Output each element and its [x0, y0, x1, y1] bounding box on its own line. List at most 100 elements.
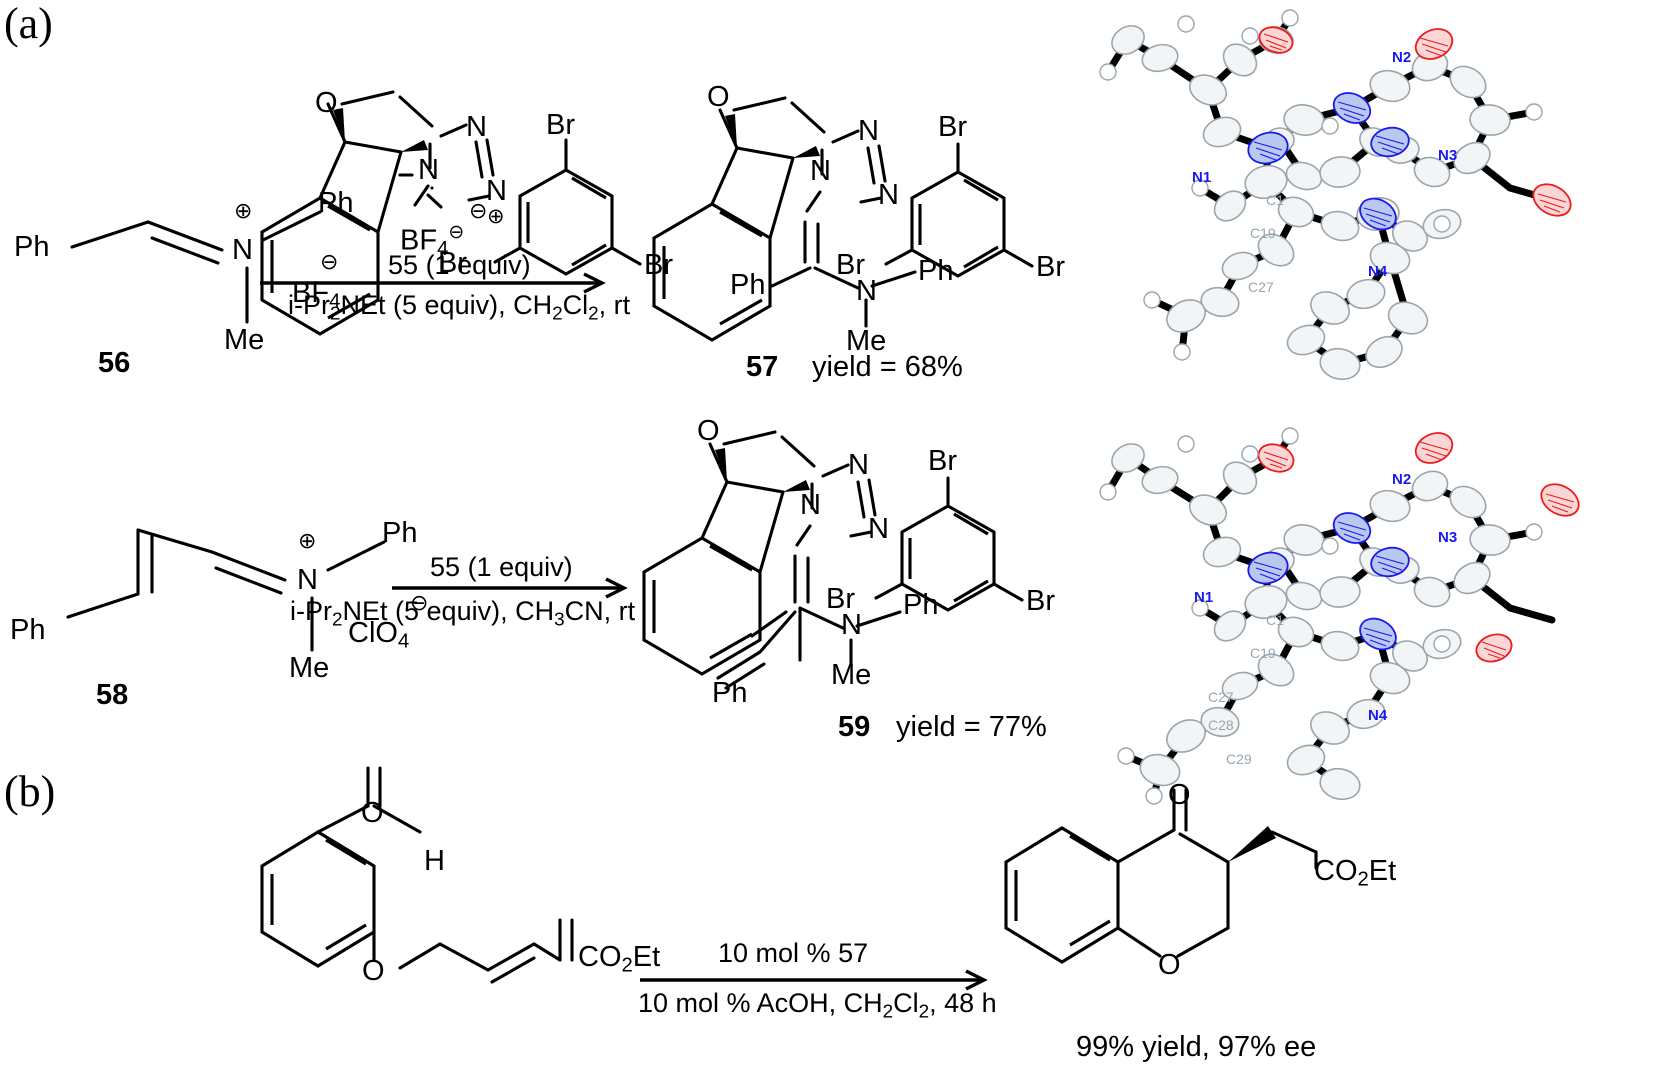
- conditions-2-reagent-number: 55: [430, 552, 461, 582]
- label-55-n-left: N: [418, 154, 439, 186]
- label-b-product-ester-sub: 2: [1357, 868, 1369, 891]
- conditions-1-text-c: Cl: [562, 290, 589, 320]
- atom-label-n1: N1: [1192, 169, 1211, 186]
- panel-label-b: (b): [4, 767, 56, 816]
- label-55-plus-charge: ⊕: [487, 205, 505, 228]
- label-b-product-ester: CO2Et: [1314, 856, 1396, 895]
- label-59-br-right: Br: [1026, 585, 1055, 617]
- label-b-product-ester-co: CO: [1314, 855, 1358, 887]
- conditions-b-sub-a: 2: [882, 1001, 894, 1023]
- label-57-compound-number: 57: [746, 351, 779, 383]
- label-b-substrate-ester-et: Et: [632, 941, 661, 973]
- label-b-substrate-ester: CO2Et: [578, 942, 660, 981]
- label-55-counterion-minus: ⊖: [448, 222, 465, 243]
- label-b-aldehyde-hydrogen: H: [424, 845, 445, 877]
- label-57-yield: yield = 68%: [812, 351, 963, 383]
- label-56-compound-number: 56: [98, 347, 131, 379]
- label-59-n3: N: [868, 513, 889, 545]
- structure-58: [66, 528, 386, 652]
- conditions-1-below: i-Pr2NEt (5 equiv), CH2Cl2, rt: [288, 290, 630, 329]
- conditions-b-text-c: , 48 h: [929, 988, 997, 1018]
- label-59-yield: yield = 77%: [896, 711, 1047, 743]
- conditions-b-text-b: Cl: [893, 988, 919, 1018]
- label-b-substrate-ester-co: CO: [578, 941, 622, 973]
- conditions-2-sub-b: 3: [554, 609, 565, 631]
- reaction-arrow-b: [640, 969, 988, 991]
- label-59-ph-right: Ph: [903, 589, 939, 621]
- label-b-ether-oxygen: O: [362, 955, 385, 987]
- label-57-n1: N: [810, 155, 831, 187]
- label-55-n-right: N: [486, 175, 507, 207]
- label-55-counterion-formula: BF: [400, 224, 438, 257]
- structure-b-substrate: [260, 766, 574, 984]
- label-58-me: Me: [289, 652, 330, 684]
- conditions-1-ipr-prefix: i: [288, 290, 294, 320]
- crystal-structure-57: N1 N2 N3 N4 C1 C19 C27: [1099, 9, 1572, 381]
- atom-label-c1: C1: [1266, 612, 1284, 628]
- label-58-counterion-subscript: 4: [397, 630, 410, 653]
- label-58-ph-top: Ph: [382, 517, 418, 549]
- label-55-n-top: N: [466, 111, 487, 143]
- label-59-n2: N: [848, 449, 869, 481]
- label-59-oxygen: O: [697, 415, 720, 447]
- conditions-2-ipr-prefix: i: [290, 596, 296, 626]
- label-57-oxygen: O: [707, 81, 730, 113]
- label-59-amine-n: N: [841, 609, 862, 641]
- label-56-counterion: BF4: [292, 278, 340, 317]
- label-55-br-left: Br: [438, 247, 467, 279]
- atom-label-n2: N2: [1392, 471, 1411, 488]
- conditions-1-above: 55 (1 equiv): [388, 250, 531, 280]
- label-b-product-ester-et: Et: [1368, 855, 1397, 887]
- label-59-ph-left: Ph: [712, 677, 748, 709]
- label-58-minus-charge: ⊖: [410, 590, 429, 615]
- label-57-ph-right: Ph: [918, 255, 954, 287]
- label-b-result: 99% yield, 97% ee: [1076, 1031, 1317, 1063]
- atom-label-c29: C29: [1226, 751, 1252, 767]
- label-56-counterion-formula: BF: [292, 277, 330, 309]
- conditions-1-equiv: (1 equiv): [425, 250, 531, 280]
- panel-label-a: (a): [4, 0, 53, 48]
- label-56-me: Me: [224, 324, 265, 356]
- atom-label-n4: N4: [1368, 263, 1388, 280]
- label-58-compound-number: 58: [96, 679, 129, 711]
- conditions-2-text-c: CN, rt: [564, 596, 636, 626]
- label-59-n1: N: [800, 489, 821, 521]
- conditions-1-sub-c: 2: [588, 303, 599, 325]
- label-55-counterion-charge: ⊖: [469, 198, 488, 223]
- conditions-b-sub-b: 2: [918, 1001, 930, 1023]
- label-59-br-left: Br: [826, 583, 855, 615]
- label-55-counterion: BF4⊖: [400, 218, 464, 264]
- label-b-substrate-ester-sub: 2: [621, 954, 633, 977]
- conditions-b-text-a: 10 mol % AcOH, CH: [638, 988, 883, 1018]
- label-56-plus-charge: ⊕: [234, 198, 253, 223]
- atom-label-n4: N4: [1368, 707, 1388, 724]
- conditions-b-catalyst: 57: [838, 938, 869, 968]
- label-57-br-right: Br: [1036, 251, 1065, 283]
- atom-label-c19: C19: [1250, 225, 1276, 241]
- label-57-n2: N: [858, 115, 879, 147]
- conditions-1-reagent-number: 55: [388, 250, 419, 280]
- label-55-br-right: Br: [644, 249, 673, 281]
- crystal-structure-59: N1 N2 N3 N4 C1 C19 C27 C28 C29: [1099, 427, 1580, 805]
- label-b-aldehyde-oxygen: O: [361, 797, 384, 829]
- atom-label-c19: C19: [1250, 645, 1276, 661]
- structure-55: [260, 90, 642, 336]
- structure-56: [70, 210, 322, 324]
- atom-label-n2: N2: [1392, 49, 1411, 66]
- atom-label-c28: C28: [1208, 717, 1234, 733]
- label-58-ph-left: Ph: [10, 614, 46, 646]
- structure-59: [642, 430, 1024, 690]
- label-59-compound-number: 59: [838, 711, 871, 743]
- reaction-arrow-2: [392, 577, 628, 599]
- label-57-me: Me: [846, 325, 887, 357]
- structure-b-product: [1004, 788, 1318, 964]
- label-59-me: Me: [831, 659, 872, 691]
- conditions-2-sub-a: 2: [332, 609, 343, 631]
- label-58-nitrogen: N: [297, 564, 318, 596]
- label-57-n3: N: [878, 179, 899, 211]
- atom-label-n3: N3: [1438, 529, 1457, 546]
- label-57-ph-left: Ph: [730, 269, 766, 301]
- label-b-product-ketone-oxygen: O: [1168, 779, 1191, 811]
